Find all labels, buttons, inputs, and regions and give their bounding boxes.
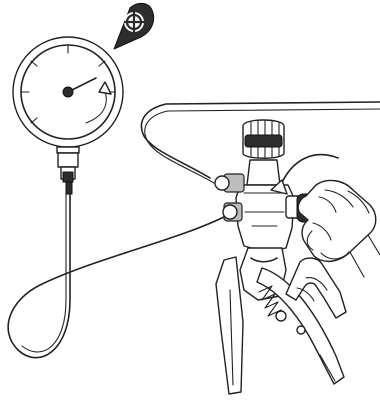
gauge-needle-hub	[62, 86, 74, 98]
arrowhead-icon	[270, 179, 288, 195]
gauge-hose	[7, 192, 231, 359]
hand-illustration	[297, 179, 380, 278]
crosshair-icon	[113, 2, 155, 50]
valve-rotation-arrow	[270, 153, 339, 195]
upper-hose	[140, 101, 380, 184]
pressure-gauge	[12, 36, 124, 195]
curved-arrow-icon	[98, 81, 112, 95]
hand-pump	[214, 119, 345, 395]
lower-hand	[285, 257, 347, 319]
gauge-tick	[30, 60, 38, 67]
gauge-tick	[30, 117, 38, 124]
gauge-tick	[98, 60, 106, 67]
